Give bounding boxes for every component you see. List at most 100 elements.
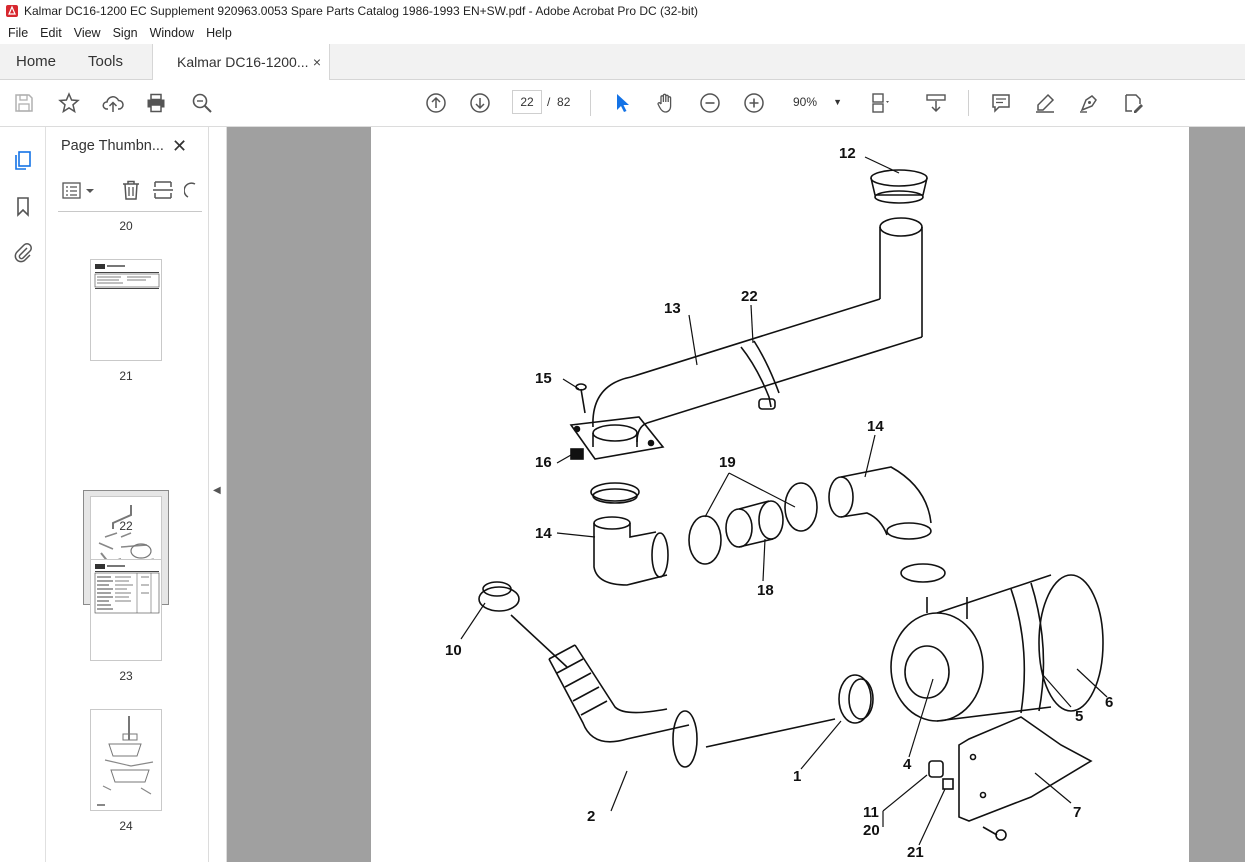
cursor-arrow-icon (617, 94, 629, 112)
tab-tools[interactable]: Tools (88, 53, 124, 70)
callout-20: 20 (863, 822, 880, 839)
chevron-down-icon: ▼ (833, 97, 842, 107)
main-toolbar (0, 80, 1245, 127)
hand-tool-button[interactable] (654, 91, 678, 115)
panel-toolbar (58, 177, 198, 207)
callout-22: 22 (741, 288, 758, 305)
thumbnail-table-preview (94, 564, 160, 614)
callout-16: 16 (535, 454, 552, 471)
callout-19: 19 (719, 454, 736, 471)
attachments-toggle[interactable] (11, 240, 35, 264)
page-number-input[interactable]: 22 (512, 90, 542, 114)
menu-window[interactable]: Window (149, 26, 195, 40)
extract-page-icon[interactable] (152, 179, 174, 201)
page-total: / 82 (547, 95, 570, 109)
plus-circle-icon (744, 93, 764, 113)
comment-button[interactable] (989, 91, 1013, 115)
callout-21: 21 (907, 844, 924, 861)
menu-help[interactable]: Help (206, 26, 232, 40)
callout-4: 4 (903, 756, 912, 773)
arrow-down-circle-icon (470, 93, 490, 113)
callout-13: 13 (664, 300, 681, 317)
title-bar: Kalmar DC16-1200 EC Supplement 920963.00… (0, 0, 1245, 22)
page-thumbnails-toggle[interactable] (11, 148, 35, 172)
callout-5: 5 (1075, 708, 1083, 725)
find-button[interactable] (190, 91, 214, 115)
zoom-search-icon (192, 93, 212, 113)
tab-bar: Home Tools Kalmar DC16-1200... × (0, 44, 1245, 81)
paperclip-icon (14, 243, 32, 263)
thumbnail-page-24[interactable] (90, 709, 162, 811)
callout-18: 18 (757, 582, 774, 599)
bookmark-star-button[interactable] (57, 91, 81, 115)
next-page-button[interactable] (468, 91, 492, 115)
toolbar-separator-2 (968, 90, 969, 116)
zoom-select[interactable]: 90% ▼ (790, 90, 848, 114)
menu-file[interactable]: File (8, 26, 29, 40)
pdf-page: 12 13 22 15 16 14 19 14 18 10 1 2 4 5 6 … (371, 127, 1189, 862)
previous-page-button[interactable] (424, 91, 448, 115)
fit-page-icon (872, 93, 889, 113)
highlighter-icon (1036, 93, 1055, 113)
scroll-down-icon (926, 94, 946, 113)
tab-document-label: Kalmar DC16-1200... (177, 54, 309, 70)
menu-edit[interactable]: Edit (40, 26, 62, 40)
thumbnail-page-21[interactable] (90, 259, 162, 361)
delete-page-icon[interactable] (120, 179, 142, 201)
panel-divider (58, 211, 202, 212)
page-display-button[interactable] (869, 91, 893, 115)
page-thumbnails-panel: Page Thumbn... ✕ 20 21 (46, 127, 246, 862)
edit-document-icon (1125, 94, 1143, 113)
thumbnail-label: 23 (119, 669, 133, 683)
thumbnail-label: 20 (119, 219, 133, 233)
menu-bar: File Edit View Sign Window Help (0, 22, 1245, 44)
scroll-mode-button[interactable] (924, 91, 948, 115)
thumbnail-options-icon[interactable] (62, 181, 98, 201)
comment-icon (992, 94, 1010, 113)
panel-title: Page Thumbn... (61, 138, 164, 154)
tab-home[interactable]: Home (16, 53, 57, 70)
zoom-value: 90% (793, 95, 818, 109)
panel-close-button[interactable]: ✕ (172, 136, 188, 156)
fill-sign-button[interactable] (1121, 91, 1145, 115)
parts-diagram: 12 13 22 15 16 14 19 14 18 10 1 2 4 5 6 … (445, 145, 1113, 861)
thumbnail-label: 21 (119, 369, 133, 383)
pen-nib-icon (1080, 95, 1097, 113)
left-navigation-rail (0, 127, 46, 862)
bookmarks-toggle[interactable] (11, 194, 35, 218)
minus-circle-icon (700, 93, 720, 113)
thumbnail-diagram-preview (97, 716, 154, 806)
rotate-page-icon[interactable] (184, 179, 196, 201)
callout-1: 1 (793, 768, 801, 785)
highlight-button[interactable] (1033, 91, 1057, 115)
thumbnail-list: 20 21 22 (46, 215, 186, 860)
panel-collapse-handle[interactable]: ◀ (209, 127, 227, 862)
chevron-left-icon: ◀ (213, 485, 221, 496)
thumbnail-table-preview (94, 264, 160, 289)
sign-button[interactable] (1077, 91, 1101, 115)
zoom-in-button[interactable] (742, 91, 766, 115)
menu-sign[interactable]: Sign (112, 26, 138, 40)
document-viewer[interactable]: 12 13 22 15 16 14 19 14 18 10 1 2 4 5 6 … (227, 127, 1245, 862)
page-separator: / (547, 95, 551, 109)
star-icon (58, 92, 80, 114)
menu-view[interactable]: View (73, 26, 101, 40)
upload-button[interactable] (101, 91, 125, 115)
callout-11: 11 (863, 804, 879, 821)
tab-document[interactable]: Kalmar DC16-1200... × (152, 44, 330, 81)
pages-icon (15, 151, 31, 170)
select-tool-button[interactable] (610, 91, 634, 115)
callout-2: 2 (587, 808, 595, 825)
bookmark-icon (17, 197, 29, 217)
save-button[interactable] (12, 91, 36, 115)
print-button[interactable] (144, 91, 168, 115)
callout-6: 6 (1105, 694, 1113, 711)
zoom-out-button[interactable] (698, 91, 722, 115)
window-title: Kalmar DC16-1200 EC Supplement 920963.00… (24, 4, 699, 18)
acrobat-app-icon (6, 5, 18, 17)
thumbnail-page-23[interactable] (90, 559, 162, 661)
callout-15: 15 (535, 370, 552, 387)
tab-close-button[interactable]: × (312, 54, 321, 70)
save-icon (15, 94, 33, 112)
callout-10: 10 (445, 642, 462, 659)
